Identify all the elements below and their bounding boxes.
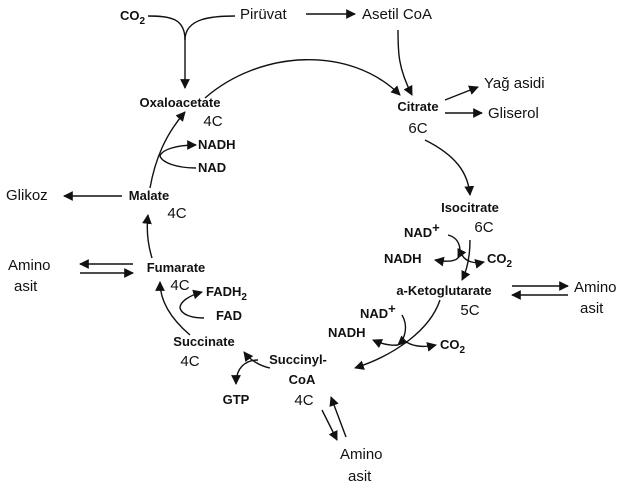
oxaloacetate-carbons: 4C — [203, 113, 222, 130]
succinylcoa-name-line2: CoA — [289, 372, 316, 387]
arrow-amino-to-succinylcoa — [329, 396, 347, 438]
amino-right-line2: asit — [580, 300, 604, 317]
fadh2-label: FADH2 — [206, 284, 247, 303]
gliserol-label: Gliserol — [488, 105, 539, 122]
nadh-ketoglutarate-curve — [372, 339, 399, 349]
arrow-ketoglutarate-to-succinylcoa — [354, 299, 441, 370]
arrow-succinate-to-fumarate — [155, 281, 191, 336]
fad-label: FAD — [216, 308, 242, 323]
amino-left-line1: Amino — [8, 257, 51, 274]
fad-reduction-succinate — [179, 289, 205, 319]
gtp-label: GTP — [223, 392, 250, 407]
nad-reduction-ketoglutarate — [397, 314, 408, 346]
arrow-to-yag-asidi — [444, 85, 479, 101]
isocitrate-name: Isocitrate — [441, 200, 499, 215]
arrow-citrate-to-isocitrate — [424, 139, 475, 196]
co2-input-label: CO2 — [120, 8, 146, 27]
arrow-fumarate-to-malate — [142, 214, 153, 259]
asetil-coa-label: Asetil CoA — [362, 6, 432, 23]
citrate-name: Citrate — [397, 99, 438, 114]
nad-ketoglutarate-label: NAD+ — [360, 301, 396, 321]
amino-right-line1: Amino — [574, 279, 617, 296]
nadh-malate-label: NADH — [198, 137, 236, 152]
amino-left-line2: asit — [14, 278, 38, 295]
fumarate-carbons: 4C — [170, 277, 189, 294]
nad-reduction-malate — [159, 140, 197, 169]
co2-input-curve — [147, 15, 186, 41]
nad-malate-label: NAD — [198, 160, 226, 175]
arrow-oxaloacetate-to-citrate — [204, 59, 401, 99]
co2-ketoglutarate-label: CO2 — [440, 337, 466, 356]
ketoglutarate-carbons: 5C — [460, 302, 479, 319]
amino-bottom-line2: asit — [348, 468, 372, 485]
ketoglutarate-name: a-Ketoglutarate — [396, 283, 491, 298]
isocitrate-carbons: 6C — [474, 219, 493, 236]
arrow-asetilcoa-to-citrate — [397, 29, 413, 96]
citrate-carbons: 6C — [408, 120, 427, 137]
malate-name: Malate — [129, 188, 169, 203]
co2-release-ketoglutarate — [403, 339, 437, 352]
piruvat-input-curve — [184, 15, 236, 41]
co2-release-isocitrate — [461, 254, 485, 269]
malate-carbons: 4C — [167, 205, 186, 222]
nadh-isocitrate-curve — [434, 256, 459, 267]
succinylcoa-carbons: 4C — [294, 392, 313, 409]
arrow-succinylcoa-to-amino — [321, 409, 338, 441]
succinate-carbons: 4C — [180, 353, 199, 370]
glikoz-label: Glikoz — [6, 187, 48, 204]
oxaloacetate-name: Oxaloacetate — [140, 95, 221, 110]
succinylcoa-name-line1: Succinyl- — [269, 352, 327, 367]
nad-reduction-isocitrate — [447, 234, 467, 259]
succinate-name: Succinate — [173, 334, 234, 349]
nadh-ketoglutarate-label: NADH — [328, 325, 366, 340]
amino-bottom-line1: Amino — [340, 446, 383, 463]
arrow-succinylcoa-to-succinate — [243, 351, 271, 369]
piruvat-label: Pirüvat — [240, 6, 288, 23]
nad-isocitrate-label: NAD+ — [404, 220, 440, 240]
fumarate-name: Fumarate — [147, 260, 206, 275]
yag-asidi-label: Yağ asidi — [484, 75, 545, 92]
arrow-to-gtp — [231, 359, 259, 385]
nadh-isocitrate-label: NADH — [384, 251, 422, 266]
co2-isocitrate-label: CO2 — [487, 251, 513, 270]
arrow-malate-to-oxaloacetate — [149, 111, 186, 189]
